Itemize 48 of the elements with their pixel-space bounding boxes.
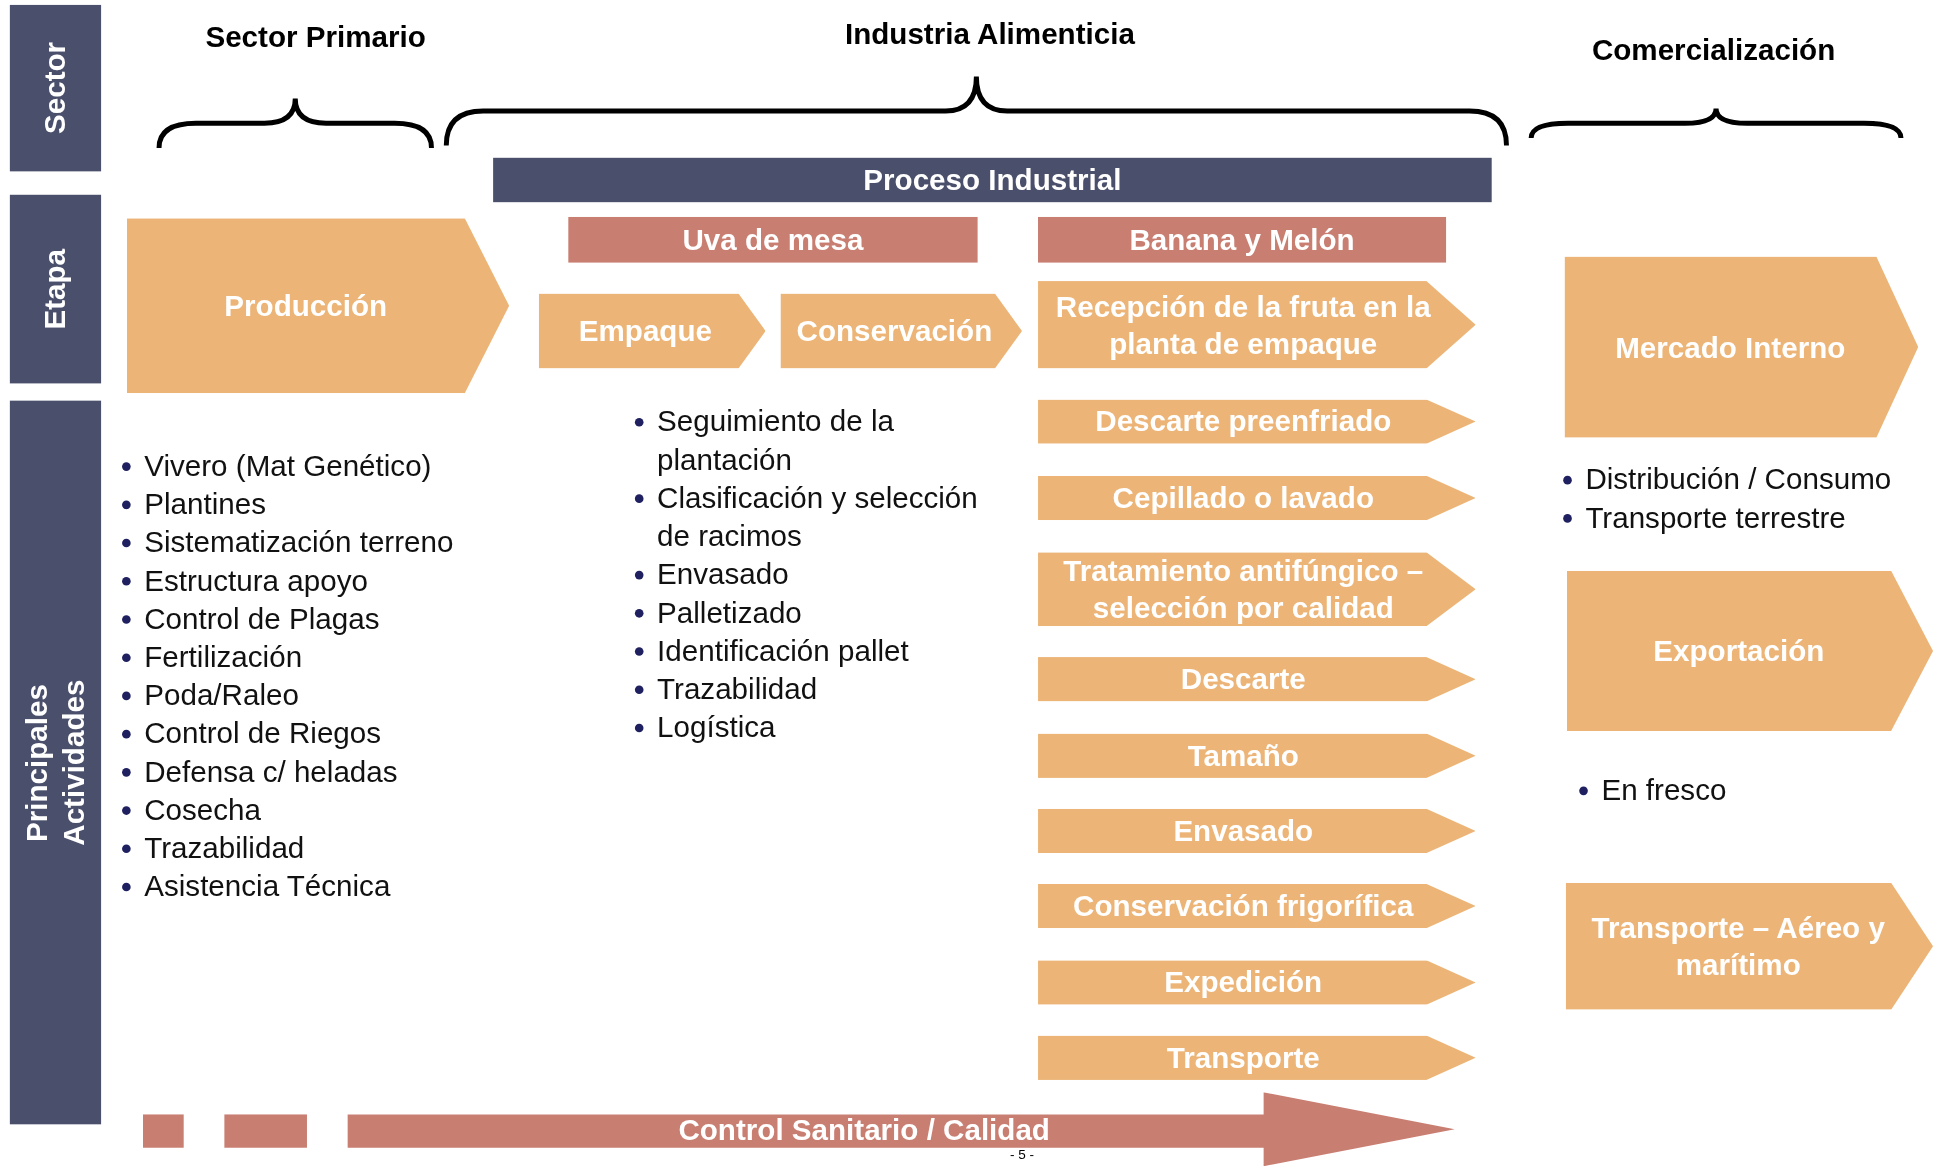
bullet-item: Trazabilidad	[144, 830, 305, 865]
process-step: Recepción de la fruta en la planta de empaque	[1038, 281, 1476, 369]
bullet-item: Transporte terrestre	[1585, 500, 1846, 534]
bullet-item: Clasificación y selección de racimos	[657, 480, 978, 553]
bullet-item: Defensa c/ heladas	[144, 754, 398, 788]
category-bar: Uva de mesa	[568, 216, 978, 263]
process-step: Tamaño	[1038, 733, 1476, 778]
bullet-item: Identificación pallet	[657, 633, 909, 667]
bullet-item: Estructura apoyo	[144, 563, 368, 597]
process-step: Exportación	[1566, 570, 1933, 732]
process-step: Empaque	[538, 293, 766, 369]
bullet-item: Distribución / Consumo	[1585, 462, 1892, 496]
bullet-item: Fertilización	[144, 639, 303, 674]
bullet-item: Sistematización terreno	[144, 525, 454, 559]
bullet-item: Plantines	[144, 486, 266, 521]
sidebar-band: Principales Actividades	[9, 400, 102, 1125]
process-step: Descarte preenfriado	[1038, 399, 1476, 444]
sidebar-band: Sector	[9, 4, 102, 172]
bullet-item: En fresco	[1601, 772, 1727, 807]
process-step: Mercado Interno	[1564, 256, 1919, 438]
category-bar: Banana y Melón	[1038, 216, 1447, 263]
process-step: Cepillado o lavado	[1038, 475, 1476, 521]
bullet-item: Asistencia Técnica	[144, 869, 391, 903]
process-step: Conservación frigorífica	[1038, 883, 1476, 929]
process-step: Envasado	[1038, 808, 1476, 854]
bullet-item: Control de Riegos	[144, 716, 382, 750]
bullet-item: Cosecha	[144, 792, 262, 826]
page-number: - 5 -	[1009, 1146, 1035, 1162]
process-step: Conservación	[780, 293, 1022, 369]
bullet-item: Seguimiento de la plantación	[657, 404, 894, 476]
bullet-item: Trazabilidad	[657, 671, 818, 706]
bullet-item: Logística	[657, 710, 776, 744]
process-step: Transporte	[1038, 1035, 1476, 1080]
bullet-item: Palletizado	[657, 595, 802, 629]
process-step: Expedición	[1038, 960, 1476, 1005]
bullet-item: Control de Plagas	[144, 601, 380, 635]
column-heading: Sector Primario	[205, 19, 426, 55]
header-bar: Proceso Industrial	[493, 157, 1492, 203]
process-step: Descarte	[1038, 657, 1476, 702]
column-heading: Comercialización	[1591, 33, 1836, 68]
sidebar-band: Etapa	[9, 194, 102, 384]
bullet-item: Vivero (Mat Genético)	[144, 448, 432, 482]
process-step: Transporte – Aéreo y marítimo	[1565, 882, 1933, 1010]
bullet-item: Poda/Raleo	[144, 678, 299, 712]
process-step: Tratamiento antifúngico – selección por calidad	[1038, 552, 1476, 627]
bullet-item: Envasado	[657, 557, 789, 591]
process-step: Producción	[127, 218, 510, 394]
column-heading: Industria Alimenticia	[845, 17, 1135, 52]
